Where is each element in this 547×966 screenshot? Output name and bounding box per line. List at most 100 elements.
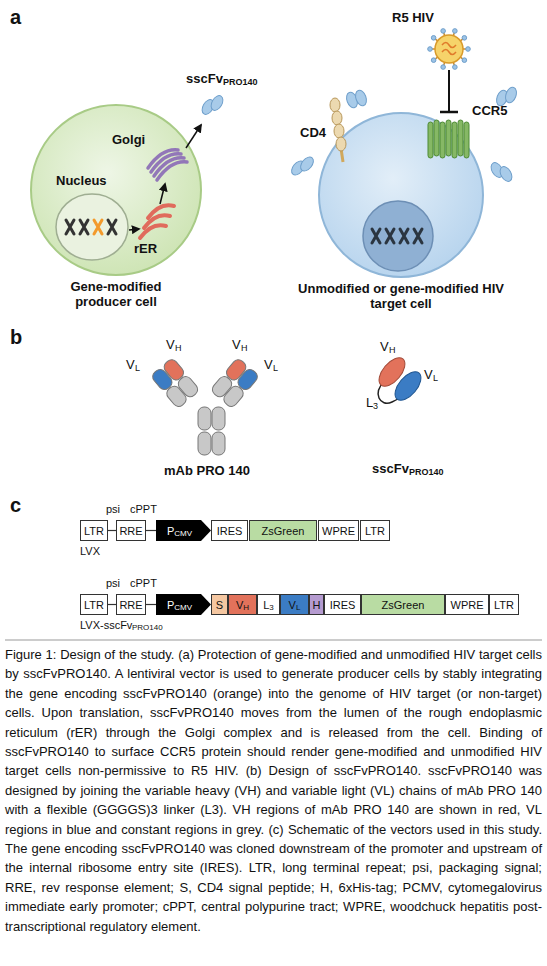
connector [440,70,458,112]
golgi-complex [148,150,178,168]
nucleus-envelope [56,194,128,260]
segment-label: P [167,599,174,611]
segment-label: WPRE [451,599,484,611]
gene-segment: ZsGreen [249,520,317,541]
segment-label: RRE [119,599,142,611]
ccr5-receptor [446,120,451,156]
nucleus-circle: Nucleus [54,176,130,262]
target-nucleus [372,229,380,243]
cd4-receptor [330,98,340,112]
target-nucleus [414,229,422,243]
virus-spike [466,47,471,52]
virus-spike [428,47,433,52]
cell-label: Nucleus [56,174,107,189]
segment-label: IRES [330,599,356,611]
ccr5-receptor [452,122,457,158]
subscript: CMV [174,529,192,538]
cell-membrane [31,105,201,275]
connector-line [146,604,156,605]
target-nucleus [386,229,394,243]
gene-segment: LTR [360,520,390,541]
sscfv-molecule [504,86,519,104]
gene-segment: VL [280,594,309,615]
cd4-receptor [336,137,346,151]
cd4-receptor [334,124,344,138]
cell-circle: Unmodified or gene-modified HIV target c… [318,112,484,278]
inhibition-bar [440,111,458,114]
target-nucleus [363,201,433,271]
segment-label: WPRE [322,525,355,537]
gene-segment: IRES [211,520,248,541]
antibody [236,367,260,392]
caption-rule [5,640,542,641]
domain-label: V [264,358,273,373]
connector [108,530,116,531]
gene-segment: L3 [257,594,280,615]
sscfv-molecule [289,159,307,178]
segment-label: LTR [365,525,385,537]
virus-particle: R5 HIV [428,28,470,70]
chromosome [80,220,88,234]
antibody [210,357,260,409]
cell-membrane [319,113,483,277]
gene-segment: LTR [489,594,519,615]
antibody [212,432,225,455]
domain-label: V [166,338,175,353]
connector-line [448,70,450,112]
segment-label: S [216,599,223,611]
rough-er [144,215,170,228]
figure-caption: Figure 1: Design of the study. (a) Prote… [5,645,542,936]
promoter-arrow: PCMV [156,520,211,541]
subscript: L [433,373,438,383]
subscript: H [241,343,248,353]
sscfv-molecule [345,91,360,109]
antibody [150,367,174,392]
gene-segment: WPRE [318,520,359,541]
element-label: cPPT [130,577,157,590]
arrow-fill [156,594,211,615]
gene-segment: H [309,594,324,615]
secretion-arrow [186,125,201,148]
subscript: L [296,603,300,612]
sscfv-molecule [489,161,506,180]
sscfv-molecule [495,89,510,107]
arrow-fill [156,520,211,541]
antibody [162,357,186,382]
receptor-label: CD4 [300,126,326,141]
subscript: PRO140 [223,77,258,87]
ccr5-receptor [458,120,463,156]
ccr5-receptor [428,120,469,158]
sscfv-molecule [200,86,519,184]
subscript: H [243,603,249,612]
sscfv-molecule [354,89,369,107]
segment-label: IRES [217,525,243,537]
cd4-receptor [332,111,342,125]
single-chain-fv [378,382,402,403]
antibody [176,374,200,399]
subscript: PRO140 [132,623,163,632]
segment-label: V [289,599,296,611]
domain-label: V [232,338,241,353]
connector-line [108,604,116,605]
gene-segment: IRES [324,594,361,615]
subscript: H [389,345,396,355]
virus-spike [462,36,467,41]
subscript: PRO140 [409,467,444,477]
sscfv-molecule [498,165,515,184]
chromosome [108,220,116,234]
antibody [221,384,245,409]
virus-spike [441,65,446,70]
virus-spike [431,36,436,41]
antibody [150,357,260,455]
secretion-arrow [160,184,165,204]
subscript: 3 [373,401,378,411]
segment-label: P [167,525,174,537]
domain-label: V [126,358,135,373]
ccr5-receptor [464,122,469,158]
golgi-complex [151,154,181,172]
chromosome [94,220,102,234]
subscript: L [273,363,278,373]
antibody [198,407,211,430]
